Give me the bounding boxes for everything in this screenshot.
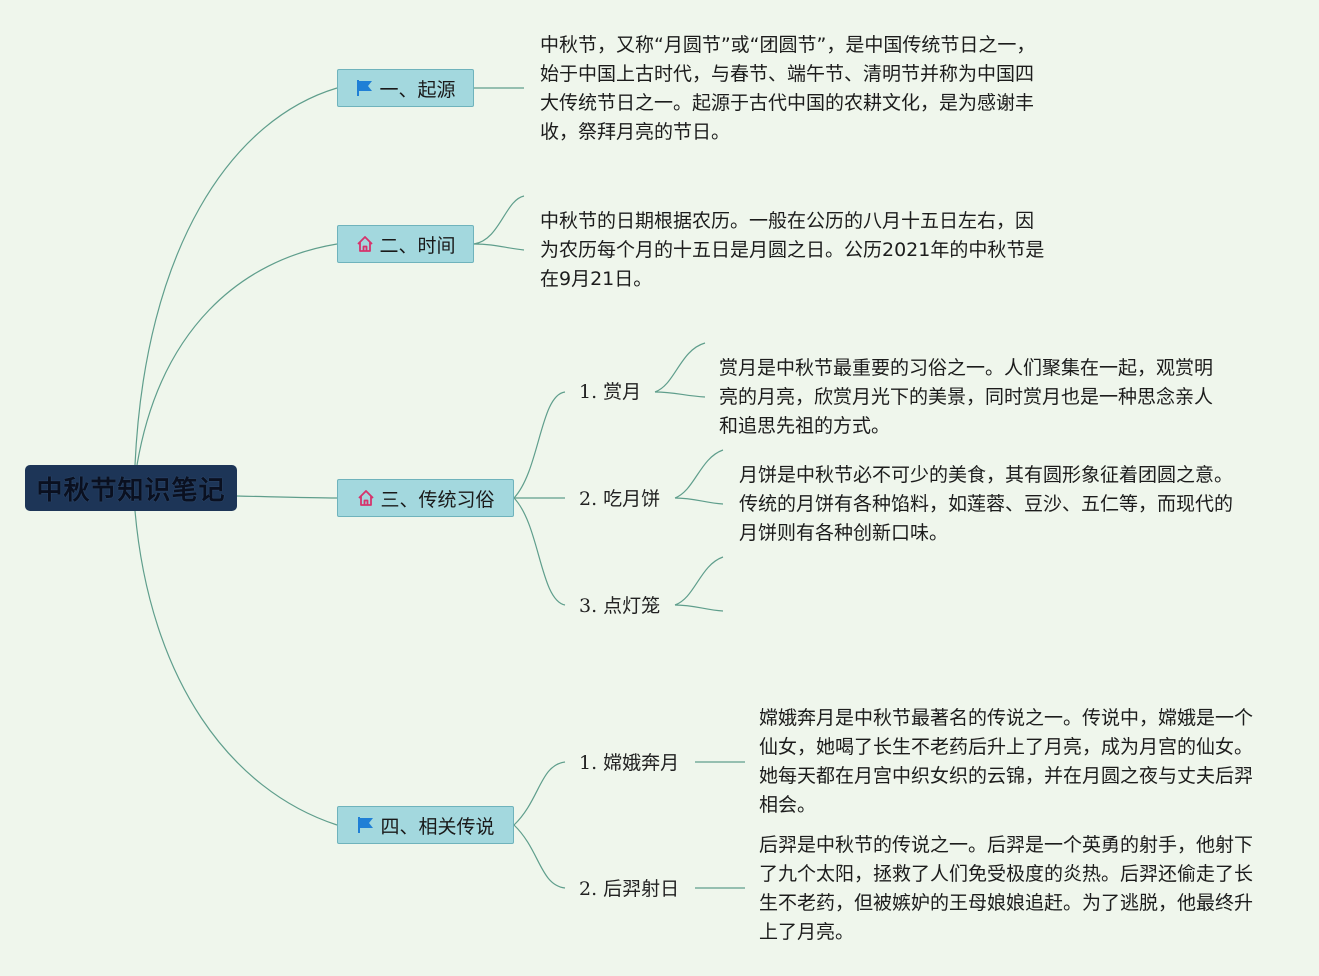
link-sub3-note-top <box>674 556 724 606</box>
root-title: 中秋节知识笔记 <box>36 475 226 506</box>
home-icon <box>355 234 375 254</box>
subtopic-mooncake[interactable]: 2. 吃月饼 <box>579 488 661 510</box>
link-root-branch3 <box>236 495 338 499</box>
link-branch3-child1 <box>513 391 566 499</box>
branch-legends-label: 四、相关传说 <box>380 815 495 838</box>
link-branch4-child1 <box>513 761 566 826</box>
link-branch3-child3 <box>513 497 566 606</box>
subtopic-change-e[interactable]: 1. 嫦娥奔月 <box>579 752 680 774</box>
link-branch2-note-top <box>473 195 525 245</box>
note-hou-yi: 后羿是中秋节的传说之一。后羿是一个英勇的射手，他射下了九个太阳，拯救了人们免受极… <box>759 834 1254 943</box>
link-sub1-note-top <box>654 342 706 393</box>
branch-legends[interactable]: 四、相关传说 <box>337 806 514 844</box>
branch-origin[interactable]: 一、起源 <box>337 69 474 107</box>
branch-customs[interactable]: 三、传统习俗 <box>337 479 514 517</box>
link-sub2-note-top <box>674 449 724 499</box>
branch-origin-label: 一、起源 <box>379 78 456 101</box>
link-branch2-note-bottom <box>473 243 525 251</box>
link-sub2-note-bottom <box>674 497 724 505</box>
branch-customs-label: 三、传统习俗 <box>380 488 495 511</box>
note-moon-viewing: 赏月是中秋节最重要的习俗之一。人们聚集在一起，观赏明亮的月亮，欣赏月光下的美景，… <box>719 357 1214 437</box>
note-origin: 中秋节，又称“月圆节”或“团圆节”，是中国传统节日之一，始于中国上古时代，与春节… <box>540 34 1036 143</box>
subtopic-lanterns[interactable]: 3. 点灯笼 <box>579 595 661 617</box>
link-root-branch4 <box>134 510 338 826</box>
link-root-branch2 <box>136 243 338 466</box>
home-icon <box>356 488 376 508</box>
link-sub3-note-bottom <box>674 604 724 612</box>
subtopic-moon-viewing[interactable]: 1. 赏月 <box>579 381 642 403</box>
note-time: 中秋节的日期根据农历。一般在公历的八月十五日左右，因为农历每个月的十五日是月圆之… <box>540 210 1045 290</box>
link-root-branch1 <box>134 87 338 466</box>
branch-time[interactable]: 二、时间 <box>337 225 474 263</box>
note-mooncake: 月饼是中秋节必不可少的美食，其有圆形象征着团圆之意。传统的月饼有各种馅料，如莲蓉… <box>739 464 1234 544</box>
root-topic[interactable]: 中秋节知识笔记 <box>25 465 237 511</box>
flag-icon <box>355 78 375 98</box>
link-branch4-child2 <box>513 824 566 889</box>
note-change-e: 嫦娥奔月是中秋节最著名的传说之一。传说中，嫦娥是一个仙女，她喝了长生不老药后升上… <box>759 707 1254 816</box>
flag-icon <box>356 815 376 835</box>
branch-time-label: 二、时间 <box>379 234 456 257</box>
link-sub1-note-bottom <box>654 391 706 398</box>
subtopic-hou-yi[interactable]: 2. 后羿射日 <box>579 878 680 900</box>
